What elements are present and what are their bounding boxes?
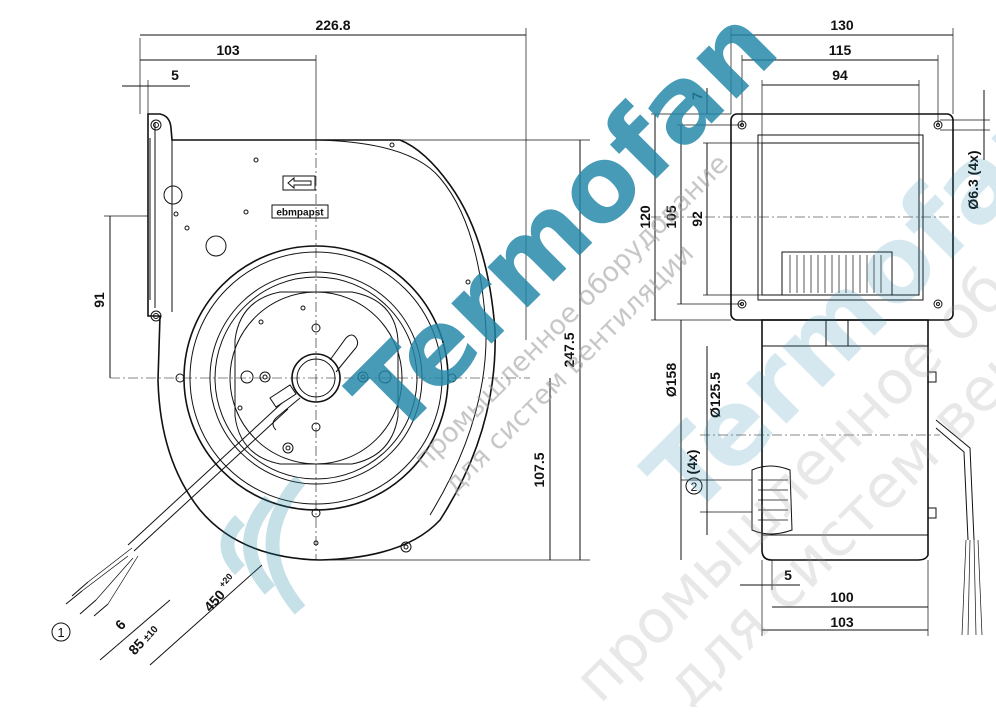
dim-cable-length: 450: [201, 586, 229, 614]
dim-overall-width: 130: [830, 17, 854, 33]
dim-housing-diameter: Ø158: [663, 363, 679, 397]
dim-cable-length-tol: +20: [217, 571, 235, 589]
dim-depth-103: 103: [830, 614, 854, 630]
dim-hub-height: 107.5: [531, 452, 547, 487]
nameplate-text: ebmpapst: [276, 208, 324, 219]
dim-outlet-height: 91: [91, 292, 107, 308]
callout-1: 1: [57, 625, 64, 640]
dim-outlet-width: 94: [832, 67, 848, 83]
dim-lead-length-tol: ±10: [141, 624, 161, 644]
dim-depth-100: 100: [830, 589, 854, 605]
dim-hub-offset: 103: [216, 42, 240, 58]
dim-hole-spacing: 115: [829, 42, 852, 58]
dim-total-width: 226.8: [315, 17, 350, 33]
mount-hole-top: [151, 120, 161, 130]
dim-strip-length: 6: [112, 616, 129, 633]
dim-flange-offset: 5: [171, 67, 179, 83]
watermark: Termofan Termofan промышленное оборудова…: [228, 0, 996, 707]
watermark-logo: [228, 480, 301, 610]
